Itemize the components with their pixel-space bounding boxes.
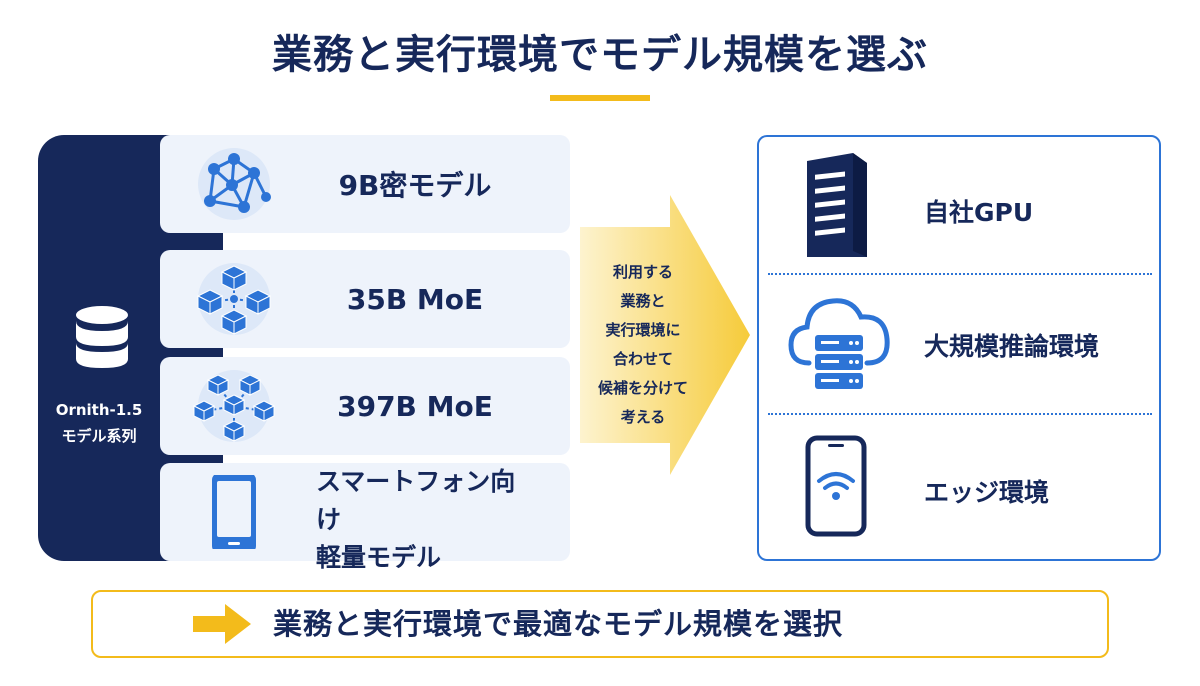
arrow-caption-line: 利用する (612, 263, 673, 281)
model-card-397b: 397B MoE (160, 357, 570, 455)
model-label-smartphone: スマートフォン向け 軽量モデル (290, 463, 540, 572)
env-separator (768, 273, 1152, 275)
flow-arrow (580, 195, 750, 475)
model-label-35b: 35B MoE (346, 282, 484, 316)
conclusion-banner: 業務と実行環境で最適なモデル規模を選択 (91, 590, 1109, 658)
model-label-397b: 397B MoE (337, 389, 493, 423)
arrow-caption-line: 候補を分けて (597, 379, 688, 397)
arrow-caption-line: 実行環境に (605, 321, 681, 339)
env-label-edge: エッジ環境 (924, 478, 1050, 507)
server-icon (807, 153, 867, 257)
env-label-own-gpu: 自社GPU (924, 198, 1034, 227)
conclusion-text: 業務と実行環境で最適なモデル規模を選択 (273, 607, 844, 641)
model-label-smartphone-line1: スマートフォン向け (316, 467, 516, 534)
environment-panel: 自社GPU 大規模推論環境 エッジ環境 (757, 135, 1161, 561)
cloud-server-icon (788, 298, 890, 389)
title-underline (550, 95, 650, 101)
smartphone-icon (212, 475, 256, 549)
arrow-caption: 利用する 業務と 実行環境に 合わせて 候補を分けて 考える (588, 258, 698, 432)
cube-cluster-icon (196, 263, 272, 335)
series-name-line2: モデル系列 (61, 427, 137, 445)
large-cube-cluster-icon (192, 370, 276, 442)
arrow-caption-line: 考える (620, 408, 666, 426)
env-separator (768, 413, 1152, 415)
series-name-line1: Ornith-1.5 (55, 401, 143, 419)
model-card-smartphone: スマートフォン向け 軽量モデル (160, 463, 570, 572)
series-name: Ornith-1.5 モデル系列 (38, 397, 160, 449)
arrow-caption-line: 合わせて (612, 350, 673, 368)
env-label-large-inference: 大規模推論環境 (924, 332, 1100, 361)
model-card-35b: 35B MoE (160, 250, 570, 348)
dense-network-icon (198, 148, 271, 220)
arrow-caption-line: 業務と (620, 292, 666, 310)
arrow-right-icon (193, 604, 251, 644)
page-title: 業務と実行環境でモデル規模を選ぶ (272, 32, 928, 78)
model-label-9b: 9B密モデル (338, 169, 492, 202)
database-icon (76, 306, 128, 368)
phone-wifi-icon (805, 435, 867, 537)
model-label-smartphone-line2: 軽量モデル (316, 543, 442, 572)
model-card-9b: 9B密モデル (160, 135, 570, 233)
